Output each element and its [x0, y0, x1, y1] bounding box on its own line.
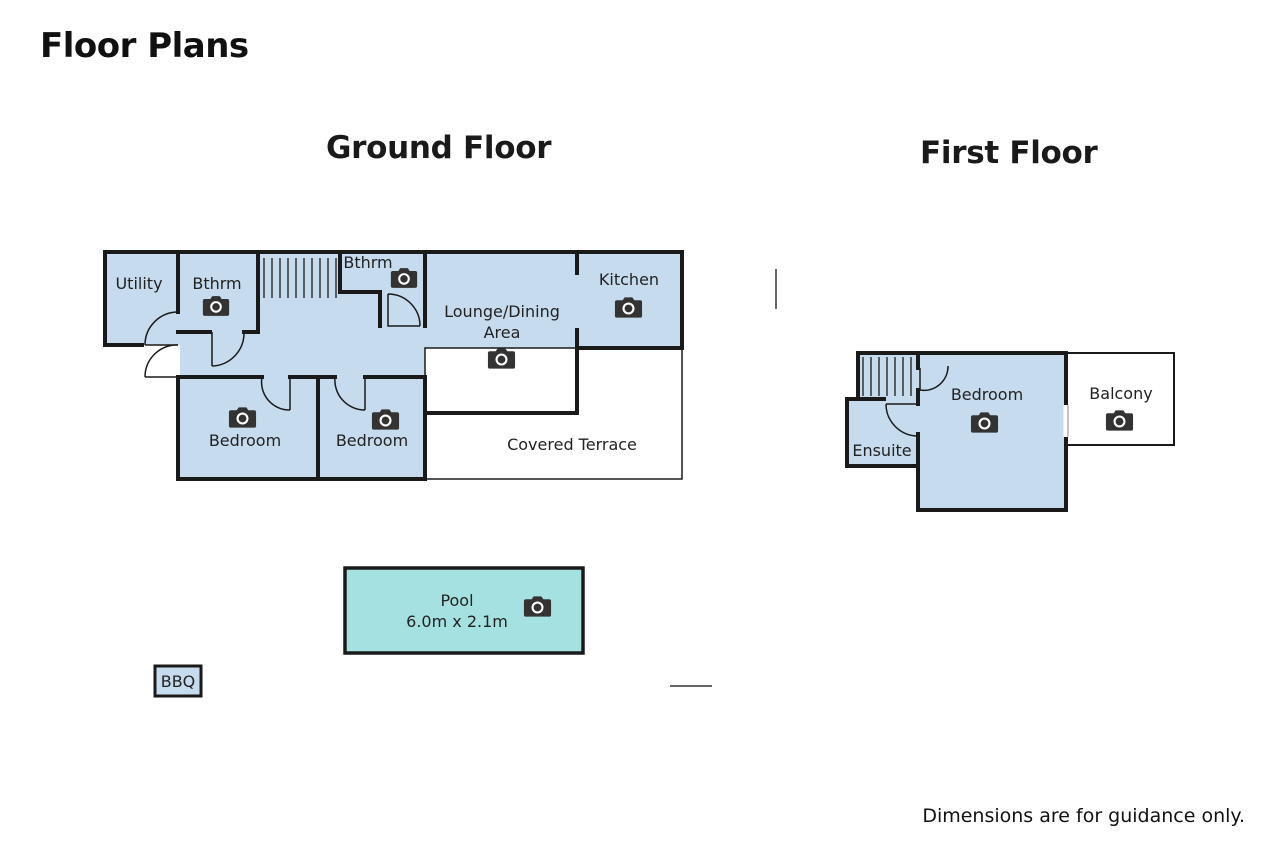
lounge-label-line2: Area [484, 323, 521, 342]
bedroom-1-label: Bedroom [209, 431, 281, 450]
lounge-camera-icon[interactable] [487, 348, 516, 369]
bedroom-1-camera-icon[interactable] [228, 407, 257, 428]
kitchen-label: Kitchen [599, 270, 659, 289]
disclaimer: Dimensions are for guidance only. [922, 805, 1245, 827]
first-bedroom-camera-icon[interactable] [970, 412, 999, 433]
bedroom-2-label: Bedroom [336, 431, 408, 450]
pool-label: Pool [440, 591, 473, 610]
pool-camera-icon[interactable] [523, 596, 552, 617]
door-swings-ground [144, 293, 421, 411]
lounge-label-line1: Lounge/Dining [444, 302, 560, 321]
bathroom-2-camera-icon[interactable] [390, 268, 418, 288]
page-title: Floor Plans [40, 26, 249, 66]
ground-floor-title: Ground Floor [326, 130, 552, 166]
stairs-ground [263, 258, 337, 298]
bathroom-2-label: Bthrm [343, 253, 392, 272]
first-bedroom-label: Bedroom [951, 385, 1023, 404]
bbq-label: BBQ [161, 672, 196, 691]
ensuite-label: Ensuite [852, 441, 911, 460]
stairs-first [862, 357, 912, 396]
ground-floor-plan: Utility Bthrm Bthrm Lounge/Dining Area K… [103, 250, 777, 698]
kitchen-camera-icon[interactable] [614, 297, 643, 318]
covered-terrace-label: Covered Terrace [507, 435, 637, 454]
balcony-camera-icon[interactable] [1105, 410, 1134, 431]
first-floor-fill [847, 353, 1066, 510]
bbq-area [153, 664, 203, 698]
door-swings-first [885, 365, 949, 437]
ground-outer-wall [103, 250, 684, 481]
balcony-label: Balcony [1089, 384, 1152, 403]
first-floor-title: First Floor [920, 135, 1098, 171]
bathroom-1-label: Bthrm [192, 274, 241, 293]
bathroom-1-camera-icon[interactable] [202, 296, 230, 316]
first-floor-plan: Bedroom Balcony Ensuite [845, 351, 1175, 512]
pool-dimensions: 6.0m x 2.1m [406, 612, 508, 631]
utility-label: Utility [115, 274, 162, 293]
bedroom-2-camera-icon[interactable] [371, 409, 400, 430]
